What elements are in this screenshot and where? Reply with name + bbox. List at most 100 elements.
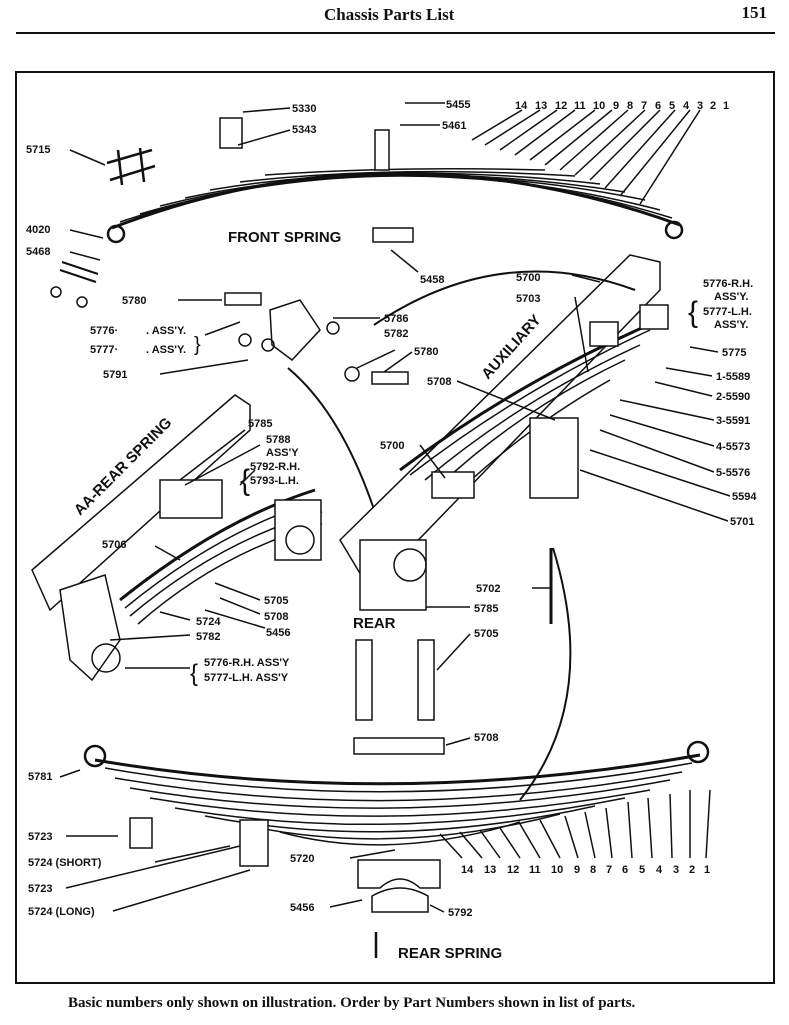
auxiliary-spring-drawing [339,254,669,755]
part-5777: 5777· [90,344,118,356]
aa-rear-spring-drawing [31,394,323,682]
part-5706: 5706 [102,539,126,551]
page-title: Chassis Parts List [324,5,455,24]
header-rule [16,32,775,34]
front-leaf-11: 11 [574,100,586,112]
rear-leaf-3: 3 [673,864,679,876]
part-5782-aa: 5782 [196,631,220,643]
part-5723-b: 5723 [28,883,52,895]
assy-aa: ASS'Y [266,447,299,459]
rear-leaf-9: 9 [574,864,580,876]
part-5777-lh: 5777-L.H. [703,306,752,318]
part-5343: 5343 [292,124,316,136]
part-5776-rh: 5776-R.H. [703,278,753,290]
part-5708: 5708 [427,376,451,388]
part-5456-aa: 5456 [266,627,290,639]
part-5724-short: 5724 (SHORT) [28,857,102,869]
rear-leaf-numbers: 14 13 12 11 10 9 8 7 6 5 4 3 2 1 [461,864,710,876]
rear-leaf-12: 12 [507,864,519,876]
front-leaf-2: 2 [710,100,716,112]
part-5705-aa: 5705 [264,595,288,607]
front-leaf-13: 13 [535,100,547,112]
part-5455: 5455 [446,99,470,111]
part-5715: 5715 [26,144,50,156]
part-5792-rear: 5792 [448,907,472,919]
front-leaf-10: 10 [593,100,605,112]
part-5461: 5461 [442,120,466,132]
page-header: Chassis Parts List 151 [0,0,789,40]
front-leaf-numbers: 14 13 12 11 10 9 8 7 6 5 4 3 2 1 [515,100,729,112]
rear-spring-title: REAR SPRING [398,945,502,962]
illustration-frame [15,71,775,984]
part-5468: 5468 [26,246,50,258]
part-5594: 5594 [732,491,757,503]
front-leaf-4: 4 [683,100,690,112]
front-leaf-12: 12 [555,100,567,112]
part-5793-lh: 5793-L.H. [250,475,299,487]
part-5782: 5782 [384,328,408,340]
part-5702: 5702 [476,583,500,595]
svg-text:{: { [688,296,698,329]
rear-spring-drawing [83,740,710,958]
front-leaf-3: 3 [697,100,703,112]
rear-title: REAR [353,615,396,632]
part-5785-aux: 5785 [474,603,498,615]
part-5780-b: 5780 [414,346,438,358]
part-5788: 5788 [266,434,290,446]
assy-label-1: . ASS'Y. [146,325,186,337]
part-4020: 4020 [26,224,50,236]
front-leaf-7: 7 [641,100,647,112]
part-5777-lh-assy: 5777-L.H. ASS'Y [204,672,289,684]
rear-leaf-11: 11 [529,864,541,876]
part-5720: 5720 [290,853,314,865]
front-leaf-1: 1 [723,100,729,112]
part-5330: 5330 [292,103,316,115]
part-5723-a: 5723 [28,831,52,843]
rear-leaf-13: 13 [484,864,496,876]
part-3-5591: 3-5591 [716,415,750,427]
rear-leaf-14: 14 [461,864,474,876]
front-leaf-14: 14 [515,100,528,112]
rear-leaf-1: 1 [704,864,710,876]
rear-leaf-5: 5 [639,864,645,876]
front-leaf-5: 5 [669,100,675,112]
part-5785-aa: 5785 [248,418,272,430]
part-5700-a: 5700 [516,272,540,284]
svg-text:{: { [190,660,198,687]
rear-leaf-6: 6 [622,864,628,876]
front-spring-title: FRONT SPRING [228,229,341,246]
part-5708-aa: 5708 [264,611,288,623]
front-leaf-9: 9 [613,100,619,112]
part-5458: 5458 [420,274,444,286]
assy-label-2: . ASS'Y. [146,344,186,356]
part-5792-rh: 5792-R.H. [250,461,300,473]
shackle-parts-drawing [224,292,409,385]
part-1-5589: 1-5589 [716,371,750,383]
front-leaf-6: 6 [655,100,661,112]
svg-text:}: } [194,334,201,356]
rear-leaf-7: 7 [606,864,612,876]
part-5775: 5775 [722,347,746,359]
front-spring-drawing [50,117,684,308]
part-5776: 5776· [90,325,118,337]
part-5456-rear: 5456 [290,902,314,914]
part-4-5573: 4-5573 [716,441,750,453]
part-5791: 5791 [103,369,127,381]
footer-note: Basic numbers only shown on illustration… [68,995,636,1011]
part-5724-aa: 5724 [196,616,221,628]
part-5786: 5786 [384,313,408,325]
part-5701: 5701 [730,516,754,528]
assy-rh: ASS'Y. [714,291,748,303]
part-5708-aux: 5708 [474,732,498,744]
rear-leaf-8: 8 [590,864,596,876]
part-5776-rh-assy: 5776-R.H. ASS'Y [204,657,290,669]
part-5705-aux: 5705 [474,628,498,640]
part-5700-b: 5700 [380,440,404,452]
front-leaf-8: 8 [627,100,633,112]
part-5780-a: 5780 [122,295,146,307]
part-5-5576: 5-5576 [716,467,750,479]
part-5724-long: 5724 (LONG) [28,906,95,918]
rear-leaf-2: 2 [689,864,695,876]
rear-leaf-4: 4 [656,864,663,876]
